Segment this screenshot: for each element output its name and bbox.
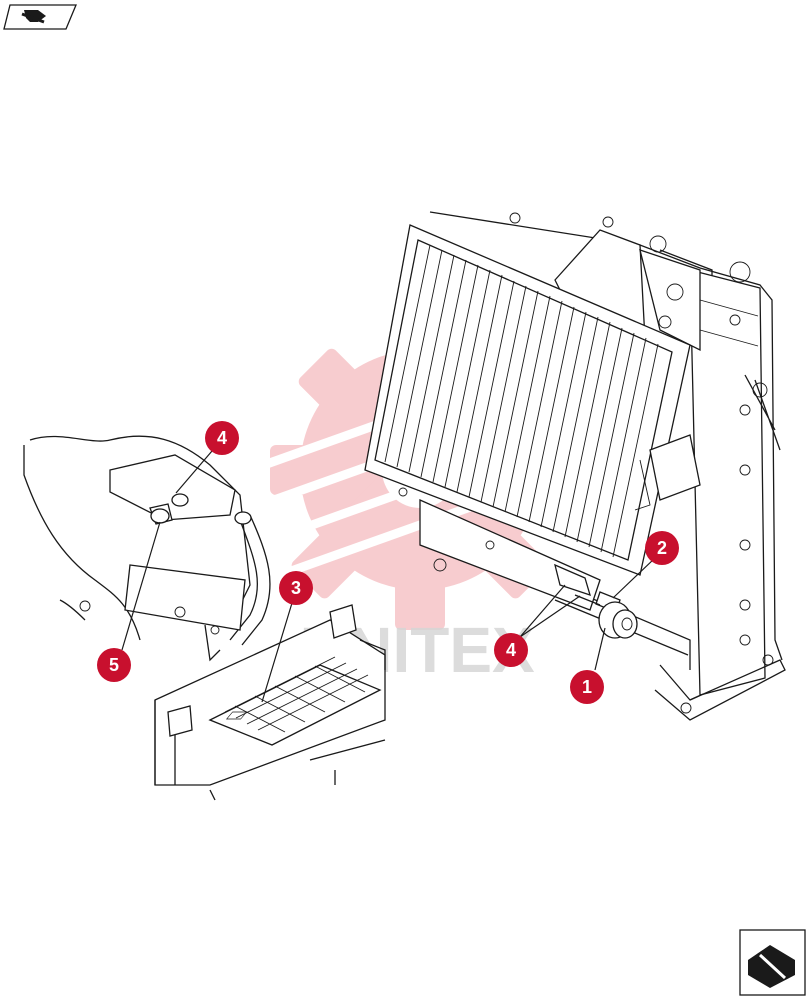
callout-4-right-label: 4	[506, 640, 516, 660]
next-page-arrow-icon[interactable]	[3, 4, 77, 30]
reservoir-assembly	[154, 604, 386, 801]
previous-page-arrow-icon[interactable]	[739, 929, 806, 996]
callout-2: 2	[645, 531, 679, 565]
callout-4-left-label: 4	[217, 428, 227, 448]
callout-2-label: 2	[657, 538, 667, 558]
radiator-assembly	[364, 211, 786, 721]
callout-1: 1	[570, 670, 604, 704]
callout-5-label: 5	[109, 655, 119, 675]
callout-3-label: 3	[291, 578, 301, 598]
callout-5: 5	[97, 648, 131, 682]
engine-assembly	[23, 435, 271, 662]
callout-1-label: 1	[582, 677, 592, 697]
leader-lines	[121, 450, 656, 703]
callout-4-left: 4	[205, 421, 239, 455]
callout-4-right: 4	[494, 633, 528, 667]
callout-3: 3	[279, 571, 313, 605]
